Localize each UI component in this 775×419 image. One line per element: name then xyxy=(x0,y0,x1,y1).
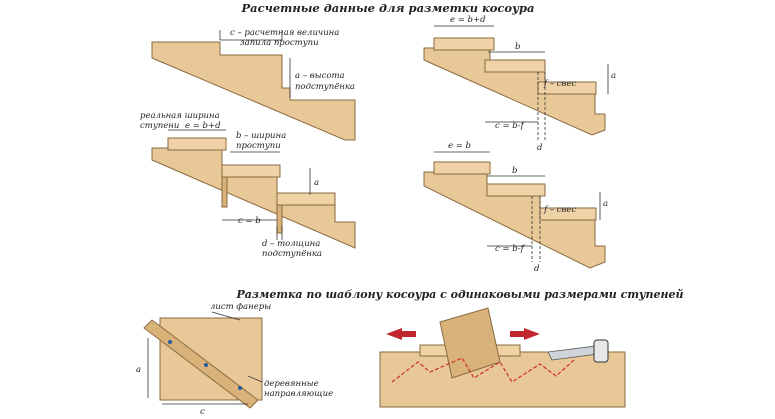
d4-b-label: b xyxy=(512,166,517,176)
saw-icon xyxy=(547,339,609,363)
d4-a-label: a xyxy=(603,199,608,209)
cut-line xyxy=(391,357,575,383)
d3-e-label: e = b+d xyxy=(450,15,486,25)
d3-c-label: c = b-f xyxy=(495,121,526,131)
beam-marking-diagram xyxy=(379,307,626,408)
stringer-diagram-1: c – расчетная величина запила проступи a… xyxy=(151,28,356,141)
d5-sheet-label: лист фанеры xyxy=(210,302,271,312)
title-bottom: Разметка по шаблону косоура с одинаковым… xyxy=(235,288,683,301)
d1-c-label-2: запила проступи xyxy=(240,38,319,48)
stringer-diagram-4: e = b b f – свес a c = b-f d xyxy=(423,141,608,274)
d3-b-label: b xyxy=(515,42,520,52)
d1-a-label-1: a – высота xyxy=(295,71,345,81)
d2-b-label-2: проступи xyxy=(236,141,281,151)
d2-width-label-2: ступени xyxy=(140,121,179,131)
d1-a-label-2: подступёнка xyxy=(295,82,355,92)
arrow-left-icon xyxy=(386,328,416,340)
d2-width-formula: e = b+d xyxy=(185,121,221,131)
arrow-right-icon xyxy=(510,328,540,340)
d3-d-label: d xyxy=(537,143,543,153)
d4-f-label: f – свес xyxy=(543,205,577,215)
wooden-guide xyxy=(143,319,259,409)
d5-a-label: a xyxy=(136,365,141,375)
d1-c-label-1: c – расчетная величина xyxy=(230,28,339,38)
d5-guides-label-1: деревянные xyxy=(264,379,319,389)
screw-icon xyxy=(238,386,242,390)
d3-f-label: f – свес xyxy=(543,79,577,89)
d5-c-label: c xyxy=(200,407,205,417)
d4-d-label: d xyxy=(534,264,540,274)
plywood-template-diagram: лист фанеры a c деревянные направляющие xyxy=(136,302,333,417)
d4-e-label: e = b xyxy=(448,141,471,151)
screw-icon xyxy=(168,340,172,344)
d2-a-label: a xyxy=(314,178,319,188)
stringer-diagram-3: e = b+d b f – свес a c = b-f d xyxy=(423,15,616,153)
d2-width-label-1: реальная ширина xyxy=(140,111,220,121)
beam xyxy=(379,351,626,408)
screw-icon xyxy=(204,363,208,367)
stringer-diagram-2: реальная ширина ступени e = b+d b – шири… xyxy=(140,111,356,259)
d4-c-label: c = b-f xyxy=(495,244,526,254)
d2-c-label: c = b xyxy=(238,216,261,226)
d2-b-label-1: b – ширина xyxy=(236,131,286,141)
d3-a-label: a xyxy=(611,71,616,81)
title-top: Расчетные данные для разметки косоура xyxy=(241,1,535,15)
d5-guides-label-2: направляющие xyxy=(264,389,333,399)
plywood-sheet xyxy=(159,317,263,401)
d2-d-label-2: подступёнка xyxy=(262,249,322,259)
d2-d-label-1: d – толщина xyxy=(262,239,320,249)
